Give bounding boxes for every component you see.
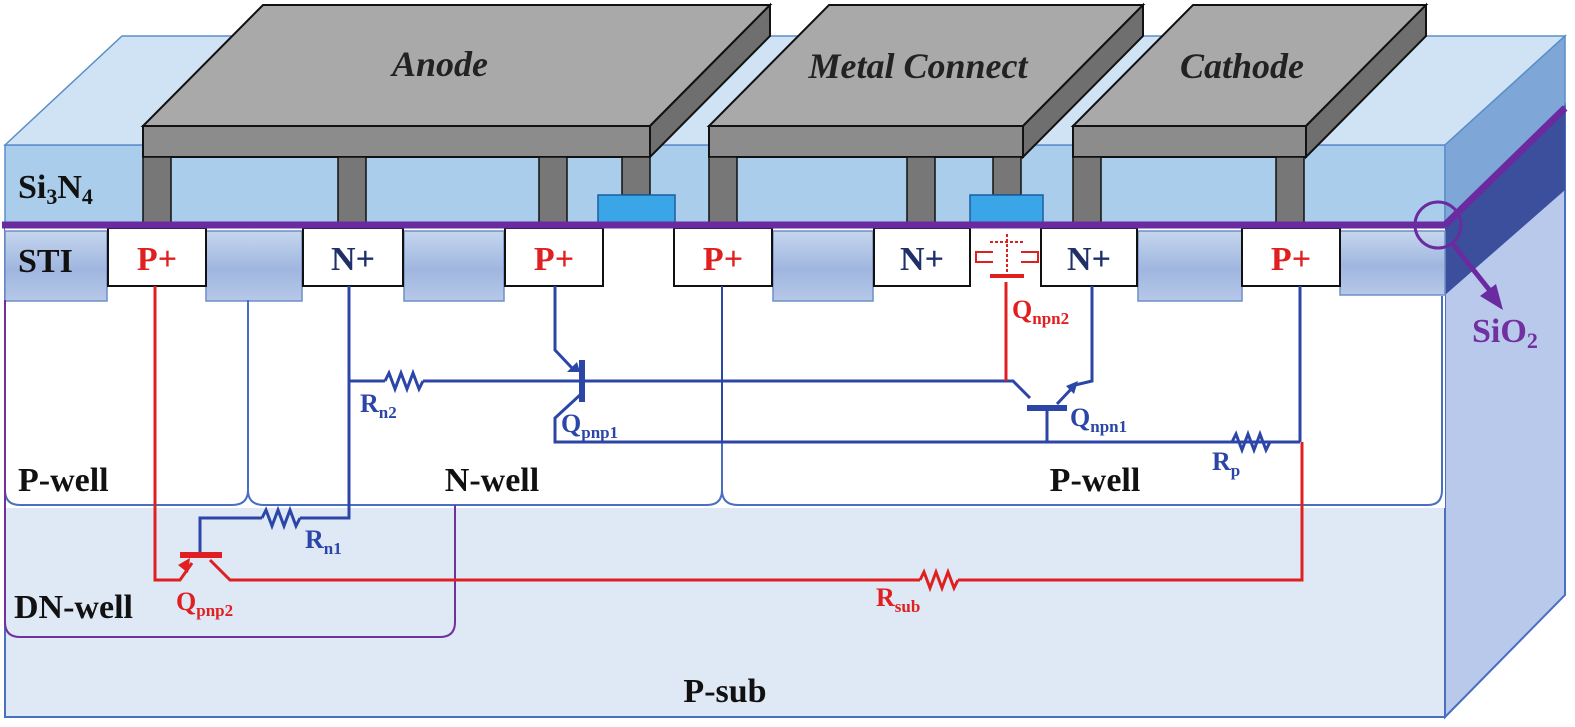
nwell-label: N-well — [445, 462, 539, 499]
qpnp1-sub: pnp1 — [581, 423, 618, 442]
si3n4-sub4: 4 — [82, 184, 93, 209]
qnpn2-main: Q — [1012, 295, 1032, 324]
sti-block — [1137, 230, 1243, 302]
diffusions — [107, 227, 1341, 287]
wire — [582, 379, 1032, 400]
sio2-callout-arrow — [1450, 241, 1497, 299]
rsub-sub: sub — [895, 597, 921, 616]
sti-blocks — [4, 230, 1446, 302]
qnpn1-emitter-arrow — [1066, 381, 1078, 394]
qpnp1-emitter-arrow — [567, 362, 580, 372]
rn1-sub: n1 — [324, 539, 342, 558]
diffusion-label-p1: P+ — [137, 241, 177, 278]
pwell-right-boundary — [721, 296, 1443, 506]
diffusion-label-n3: N+ — [1067, 241, 1111, 278]
rn2-resistor — [383, 368, 425, 394]
gate-block-left — [597, 194, 676, 225]
rp-resistor — [1230, 429, 1272, 455]
metal-connect-pad — [706, 2, 1146, 229]
rp-sub: p — [1231, 461, 1240, 480]
sio2-callout-circle — [1413, 200, 1463, 250]
diffusion-box — [107, 227, 207, 287]
rsub-resistor — [918, 567, 960, 593]
sio2-arrowhead — [1480, 284, 1503, 310]
nwell-boundary — [247, 286, 723, 506]
pwell-left-label: P-well — [18, 462, 109, 499]
qpnp2-emitter-arrow — [178, 558, 190, 573]
qpnp2-label: Qpnp2 — [176, 587, 233, 620]
rn1-resistor — [260, 505, 302, 531]
diffusion-label-p4: P+ — [1271, 241, 1311, 278]
wire — [300, 381, 351, 520]
diffusion-label-n1: N+ — [331, 241, 375, 278]
sti-label: STI — [18, 243, 73, 280]
diffusion-label-p2: P+ — [534, 241, 574, 278]
sio2-side-band — [1445, 105, 1565, 295]
cathode-pad — [1070, 2, 1429, 229]
qnpn2-side-left — [975, 251, 993, 263]
si3n4-si: Si — [18, 169, 46, 206]
qnpn2-sub: npn2 — [1032, 309, 1069, 328]
pwell-right-label: P-well — [1050, 462, 1141, 499]
wire — [958, 442, 1304, 582]
sti-block — [4, 230, 108, 302]
qpnp1-label: Qpnp1 — [561, 409, 618, 442]
sti-block — [772, 230, 874, 302]
sti-block — [205, 230, 303, 302]
rp-main: R — [1212, 447, 1231, 476]
diffusion-box — [504, 227, 604, 287]
si3n4-sub3: 3 — [46, 184, 57, 209]
qpnp2-main: Q — [176, 587, 196, 616]
qpnp2-sub: pnp2 — [196, 601, 233, 620]
anode-label: Anode — [390, 44, 488, 84]
wire — [553, 286, 574, 370]
qnpn2-side-right — [1021, 251, 1039, 263]
rn2-sub: n2 — [379, 403, 397, 422]
rn2-label: Rn2 — [360, 389, 397, 422]
red-circuit — [153, 234, 1304, 593]
diffusion-box — [1040, 227, 1138, 287]
diffusion-box — [1241, 227, 1341, 287]
dnwell-label: DN-well — [14, 589, 133, 626]
wire — [153, 286, 194, 582]
rn1-main: R — [305, 525, 324, 554]
si3n4-label: Si3N4 — [18, 169, 93, 209]
qnpn1-sub: npn1 — [1090, 417, 1127, 436]
cathode-label: Cathode — [1180, 46, 1304, 86]
rn2-main: R — [360, 389, 379, 418]
sio2-main: SiO — [1472, 313, 1527, 350]
blue-circuit — [198, 286, 1302, 555]
diffusion-label-p3: P+ — [703, 241, 743, 278]
sti-block — [403, 230, 505, 302]
sio2-sub: 2 — [1527, 328, 1538, 353]
qnpn1-label: Qnpn1 — [1070, 403, 1127, 436]
si3n4-n: N — [57, 169, 82, 206]
rp-label: Rp — [1212, 447, 1240, 480]
qpnp1-main: Q — [561, 409, 581, 438]
sti-block — [1339, 230, 1446, 296]
diffusion-box — [673, 227, 773, 287]
metal-connect-label: Metal Connect — [807, 46, 1028, 86]
diffusion-box — [873, 227, 971, 287]
rsub-main: R — [876, 583, 895, 612]
wire — [198, 516, 262, 555]
sio2-line-side — [1442, 105, 1568, 228]
diffusion-box — [302, 227, 404, 287]
wire — [553, 393, 1300, 444]
psub-label: P-sub — [683, 673, 766, 710]
sio2-label: SiO2 — [1472, 313, 1538, 353]
rn1-label: Rn1 — [305, 525, 342, 558]
diffusion-label-n2: N+ — [900, 241, 944, 278]
qnpn1-main: Q — [1070, 403, 1090, 432]
qnpn2-label: Qnpn2 — [1012, 295, 1069, 328]
wire — [208, 558, 920, 582]
dnwell-boundary — [4, 300, 456, 638]
anode-pad — [140, 2, 773, 229]
rsub-label: Rsub — [876, 583, 920, 616]
gate-block-right — [969, 194, 1044, 225]
wire — [1055, 286, 1094, 406]
